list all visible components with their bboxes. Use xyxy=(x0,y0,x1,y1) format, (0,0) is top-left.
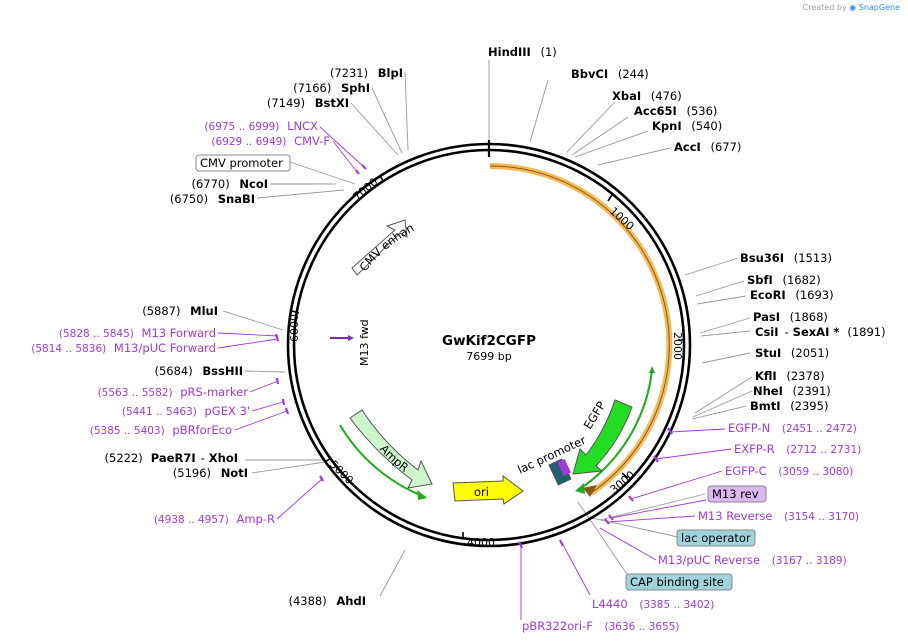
primer-labels-left: (6975 .. 6999) LNCX (6929 .. 6949) CMV-F… xyxy=(31,119,330,526)
m13-rev-box[interactable] xyxy=(707,485,767,503)
enzyme-bsshii[interactable]: (5684) BssHII xyxy=(154,364,243,378)
enzyme-snabi[interactable]: (6750) SnaBI xyxy=(170,192,255,206)
enzyme-mlui[interactable]: (5887) MluI xyxy=(142,304,218,318)
primer-l4440[interactable]: L4440 (3385 .. 3402) xyxy=(592,597,714,611)
enzyme-ecori[interactable]: EcoRI (1693) xyxy=(750,288,834,302)
m13-fwd-label: M13 fwd xyxy=(358,319,371,366)
primer-pgex-3[interactable]: (5441 .. 5463) pGEX 3' xyxy=(122,404,250,418)
cmv-promoter-label: CMV promoter xyxy=(200,156,283,170)
lac-operator-label: lac operator xyxy=(681,531,751,545)
primer-lncx[interactable]: (6975 .. 6999) LNCX xyxy=(204,119,318,133)
enzyme-kpni[interactable]: KpnI (540) xyxy=(652,119,722,133)
enzyme-noti[interactable]: (5196) NotI xyxy=(173,466,248,480)
snapgene-logo-icon: ◉ xyxy=(849,3,857,12)
plasmid-length: 7699 bp xyxy=(466,350,511,363)
credit-prefix: Created by xyxy=(802,3,847,12)
enzyme-sbfi[interactable]: SbfI (1682) xyxy=(747,273,821,287)
leader-lines xyxy=(222,60,753,597)
cmv-enhancer-label: CMV enhancer xyxy=(0,0,416,274)
ruler-4000: 4000 xyxy=(467,536,495,549)
enzyme-bsu36i[interactable]: Bsu36I (1513) xyxy=(740,251,832,265)
primer-labels-right: EGFP-N (2451 .. 2472) EXFP-R (2712 .. 27… xyxy=(522,421,861,633)
enzyme-acci[interactable]: AccI (677) xyxy=(674,140,741,154)
enzyme-bstxi[interactable]: (7149) BstXI xyxy=(267,96,349,110)
ori-arrow xyxy=(452,475,524,505)
cmv-promoter-box[interactable] xyxy=(195,154,291,172)
insert-green-head xyxy=(575,483,585,494)
primer-prs-marker[interactable]: (5563 .. 5582) pRS-marker xyxy=(98,385,249,399)
primer-cmv-f[interactable]: (6929 .. 6949) CMV-F xyxy=(211,134,330,148)
insert-arc-core xyxy=(489,165,670,494)
primer-amp-r[interactable]: (4938 .. 4957) Amp-R xyxy=(154,512,275,526)
ampr-green-head xyxy=(417,490,427,500)
enzyme-xbai[interactable]: XbaI (476) xyxy=(612,89,682,103)
ori-label: ori xyxy=(474,485,489,499)
enzyme-nhei[interactable]: NheI (2391) xyxy=(753,384,831,398)
insert-arrow-head xyxy=(583,485,597,497)
primer-egfp-n[interactable]: EGFP-N (2451 .. 2472) xyxy=(728,421,857,435)
enzyme-bbvci[interactable]: BbvCI (244) xyxy=(571,67,649,81)
ruler-6000: 6000 xyxy=(288,314,301,342)
enzyme-csii-sexai[interactable]: CsiI-SexAI *(1891) xyxy=(755,325,886,339)
enzyme-labels-left: (4388) AhdI (5196) NotI (5222)PaeR7I-Xho… xyxy=(105,66,403,608)
cap-binding-site-label: CAP binding site xyxy=(630,575,724,589)
primer-m13-puc-forward[interactable]: (5814 .. 5836) M13/pUC Forward xyxy=(31,341,216,355)
primer-m13-forward[interactable]: (5828 .. 5845) M13 Forward xyxy=(59,326,216,340)
ruler-2000: 2000 xyxy=(671,332,684,360)
enzyme-bmti[interactable]: BmtI (2395) xyxy=(750,399,828,413)
enzyme-pasi[interactable]: PasI (1868) xyxy=(753,310,828,324)
ruler-ticks xyxy=(291,174,685,539)
enzyme-ahdi[interactable]: (4388) AhdI xyxy=(288,594,366,608)
enzyme-paer7i-xhoi[interactable]: (5222)PaeR7I-XhoI xyxy=(105,451,238,465)
lac-operator-box[interactable] xyxy=(676,529,756,547)
enzyme-hindiii[interactable]: HindIII (1) xyxy=(488,45,557,59)
insert-green-arc xyxy=(577,369,653,491)
primer-lines xyxy=(217,126,732,620)
primer-exfp-r[interactable]: EXFP-R (2712 .. 2731) xyxy=(734,442,861,456)
enzyme-labels-right: HindIII (1) BbvCI (244) XbaI (476) Acc65… xyxy=(488,45,886,413)
cap-binding-site-box[interactable] xyxy=(625,573,733,591)
primer-egfp-c[interactable]: EGFP-C (3059 .. 3080) xyxy=(725,464,853,478)
m13-fwd-mark xyxy=(330,335,354,341)
insert-green-tail xyxy=(649,366,655,373)
ampr-arrow xyxy=(349,409,433,489)
enzyme-stui[interactable]: StuI (2051) xyxy=(755,346,829,360)
enzyme-blpi[interactable]: (7231) BlpI xyxy=(330,66,403,80)
egfp-arrow xyxy=(572,399,633,475)
primer-m13-reverse[interactable]: M13 Reverse (3154 .. 3170) xyxy=(698,509,859,523)
enzyme-sphi[interactable]: (7166) SphI xyxy=(293,81,370,95)
m13-rev-block xyxy=(557,458,572,476)
ampr-label: AmpR xyxy=(377,442,411,475)
ruler-1000: 1000 xyxy=(607,205,637,233)
primer-pbr322ori-f[interactable]: pBR322ori-F (3636 .. 3655) xyxy=(522,619,680,633)
enzyme-kfli[interactable]: KflI (2378) xyxy=(755,369,825,383)
credit-brand: SnapGene xyxy=(858,3,900,12)
m13-rev-label: M13 rev xyxy=(712,487,759,501)
snapgene-credit: Created by ◉ SnapGene xyxy=(803,3,900,12)
plasmid-name: GwKif2CGFP xyxy=(442,333,536,349)
ampr-green-arc xyxy=(339,424,426,498)
enzyme-acc65i[interactable]: Acc65I (536) xyxy=(634,104,717,118)
primer-m13-puc-reverse[interactable]: M13/pUC Reverse (3167 .. 3189) xyxy=(658,553,847,567)
primer-pbrforeco[interactable]: (5385 .. 5403) pBRforEco xyxy=(90,423,232,437)
cmv-enhancer-arrow xyxy=(351,219,408,276)
enzyme-ncoi[interactable]: (6770) NcoI xyxy=(191,177,268,191)
primer-marks xyxy=(274,164,673,549)
